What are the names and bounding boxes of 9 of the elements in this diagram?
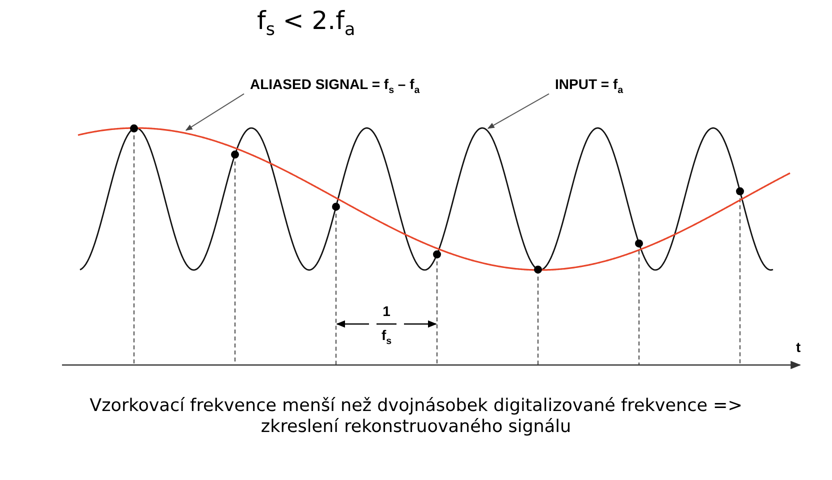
axis-label: t [796, 339, 801, 355]
numerator: 1 [382, 303, 390, 319]
denominator: f$_{s}$ [381, 327, 392, 347]
leader-line [185, 93, 244, 131]
formula-title: f$_{s}$ < 2.f$_{a}$ [257, 6, 356, 40]
caption: Vzorkovací frekvence menší než dvojnásobek digitalizované frekvence => zkreslení rekonstruovaného signálu [88, 396, 744, 438]
leader-line [487, 93, 550, 129]
callout-label: INPUT = f$_{a}$ [555, 76, 624, 96]
callout-label: ALIASED SIGNAL = f$_{s}$ – f$_{a}$ [250, 76, 420, 96]
